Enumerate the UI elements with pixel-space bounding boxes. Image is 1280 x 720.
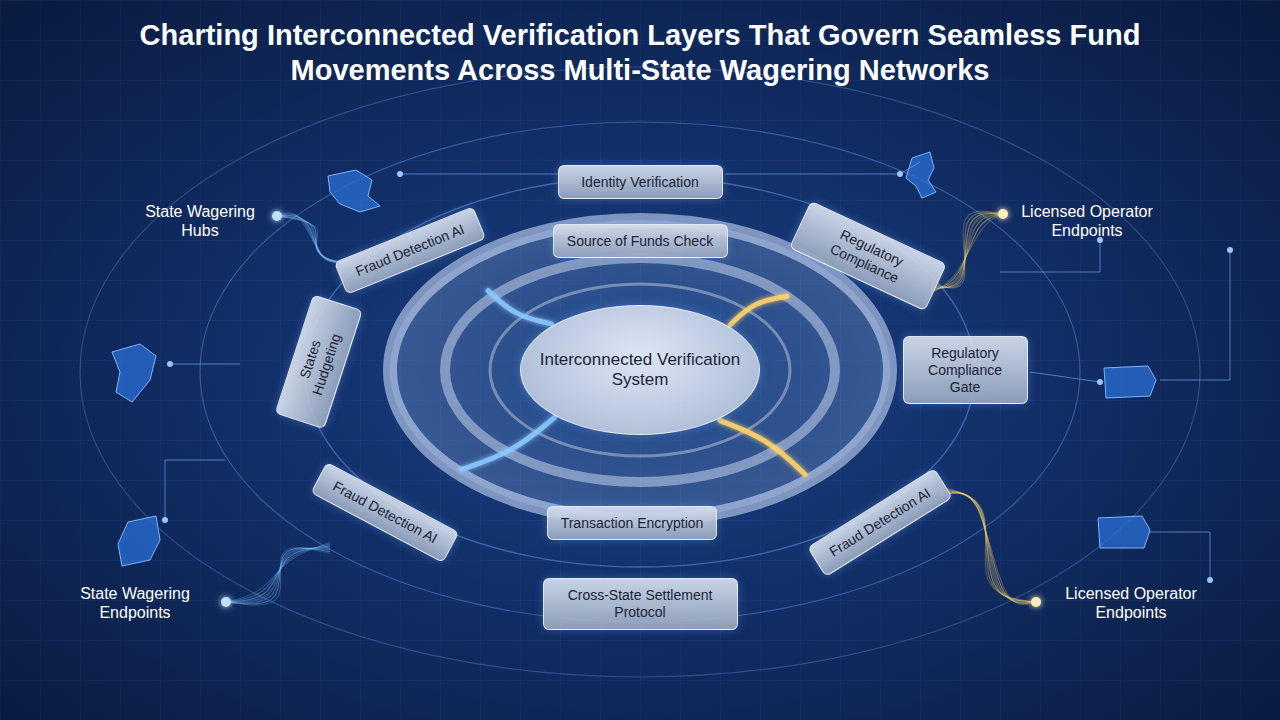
data-flow: [488, 291, 552, 324]
decoration: [1000, 240, 1100, 272]
data-stream: [277, 215, 352, 262]
endpoint-label: State Wagering Hubs: [130, 202, 270, 240]
data-stream: [940, 493, 1036, 604]
decoration: [165, 162, 1230, 580]
decoration: [112, 152, 1156, 566]
data-stream: [940, 493, 1036, 603]
decoration: [165, 460, 225, 520]
data-stream: [277, 214, 352, 262]
decoration: [1227, 247, 1233, 253]
decoration: [397, 171, 403, 177]
data-flow: [720, 421, 805, 475]
endpoint-label: Licensed Operator Endpoints: [1012, 202, 1162, 240]
panel-label: Identity Verification: [571, 174, 710, 191]
decoration: [1150, 532, 1210, 580]
data-flow: [461, 418, 554, 470]
data-stream: [930, 214, 1003, 290]
data-stream: [940, 490, 1036, 602]
decoration: [897, 171, 903, 177]
data-stream: [226, 543, 330, 602]
decoration: [998, 209, 1008, 219]
decoration: [80, 67, 1200, 677]
data-stream: [226, 544, 330, 602]
data-stream: [277, 216, 352, 266]
panel-label: Source of Funds Check: [566, 233, 715, 250]
decoration: [272, 211, 282, 221]
decoration: [725, 162, 920, 174]
decoration: [167, 361, 173, 367]
data-stream: [226, 546, 330, 602]
data-stream: [277, 213, 352, 263]
decoration: [445, 258, 835, 482]
data-stream: [277, 216, 352, 262]
panel-label: Transaction Encryption: [560, 515, 704, 532]
decoration: [162, 517, 168, 523]
decoration: [906, 152, 936, 198]
title: Charting Interconnected Verification Lay…: [120, 18, 1160, 88]
data-stream: [930, 214, 1003, 293]
data-stream: [930, 214, 1003, 288]
panel-label: Cross-State Settlement Protocol: [556, 587, 725, 621]
layer-panel: Cross-State Settlement Protocol: [543, 578, 738, 630]
decoration: [1160, 250, 1230, 380]
panel-label: Regulatory Compliance Gate: [916, 345, 1015, 395]
decoration: [1098, 516, 1150, 548]
decoration: [1104, 366, 1156, 398]
data-flow: [730, 296, 787, 325]
layer-panel: Regulatory Compliance Gate: [903, 336, 1028, 404]
decoration: [390, 220, 890, 520]
decoration: [1030, 372, 1100, 382]
decoration: [400, 174, 560, 175]
decoration: [80, 67, 1200, 677]
decoration: [1031, 597, 1041, 607]
core-ellipse: Interconnected Verification System: [520, 305, 760, 435]
decoration: [1097, 379, 1103, 385]
layer-panel: Identity Verification: [558, 165, 723, 200]
data-stream: [940, 488, 1036, 602]
decoration: [221, 597, 231, 607]
data-stream: [226, 548, 330, 602]
data-stream: [226, 548, 330, 605]
decoration: [162, 171, 1233, 583]
data-stream: [226, 548, 330, 602]
data-stream: [940, 493, 1036, 605]
data-stream: [930, 214, 1003, 292]
panel-label: Interconnected Verification System: [533, 350, 747, 391]
data-stream: [277, 216, 352, 264]
layer-panel: Source of Funds Check: [553, 224, 728, 259]
decoration: [1207, 577, 1213, 583]
endpoint-label: Licensed Operator Endpoints: [1046, 584, 1216, 622]
decoration: [112, 344, 156, 402]
decoration: [118, 516, 160, 566]
data-stream: [940, 492, 1036, 602]
decoration: [200, 122, 1080, 622]
decoration: [170, 364, 240, 365]
data-stream: [940, 487, 1036, 602]
layer-panel: Transaction Encryption: [547, 506, 717, 541]
decoration: [328, 170, 380, 212]
endpoint-label: State Wagering Endpoints: [50, 584, 220, 622]
